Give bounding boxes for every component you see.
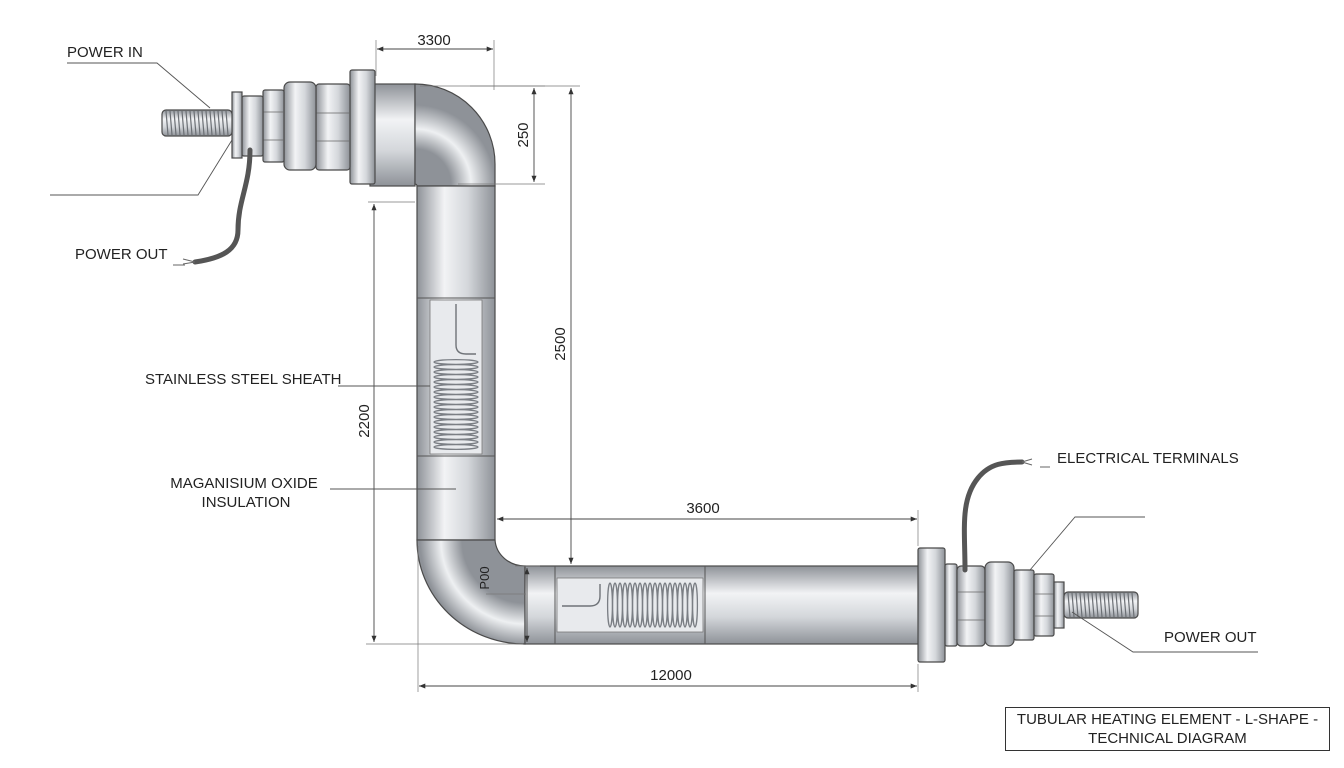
left-collar: [283, 81, 317, 171]
coil-turn: [691, 582, 699, 628]
right-collar-1: [956, 565, 986, 647]
right-hex-nut: [944, 563, 958, 647]
thread-ridge: [181, 110, 185, 136]
leader-lines: [50, 62, 1258, 653]
dim-top-bend-height: 250: [515, 122, 532, 147]
horizontal-cutaway: [554, 566, 706, 644]
label-electrical-terminals: ELECTRICAL TERMINALS: [1057, 450, 1239, 467]
thread-ridge: [165, 110, 169, 136]
thread-ridge: [193, 110, 197, 136]
left-terminal-assembly: [161, 69, 376, 265]
thread-ridge: [1087, 592, 1091, 618]
pipe-bottom-bend: [416, 539, 526, 645]
title-block: TUBULAR HEATING ELEMENT - L-SHAPE - TECH…: [1005, 707, 1330, 751]
thread-ridge: [1119, 592, 1123, 618]
left-nut-2: [262, 89, 285, 163]
label-insulation-line1: MAGANISIUM OXIDE: [170, 475, 318, 492]
thread-ridge: [185, 110, 189, 136]
left-flange: [349, 69, 376, 185]
coil-horizontal: [606, 582, 699, 628]
dim-right-vertical: 2500: [552, 327, 569, 360]
right-flange: [917, 547, 946, 663]
thread-ridge: [1123, 592, 1127, 618]
label-insulation-line2: INSULATION: [202, 494, 291, 511]
thread-ridge: [173, 110, 177, 136]
label-power-in: POWER IN: [67, 44, 143, 61]
label-stainless-sheath: STAINLESS STEEL SHEATH: [145, 371, 341, 388]
thread-ridge: [205, 110, 209, 136]
left-hex-nut: [315, 83, 351, 171]
thread-ridge: [1107, 592, 1111, 618]
thread-ridge: [1075, 592, 1079, 618]
thread-ridge: [169, 110, 173, 136]
callout-labels: POWER IN POWER OUT STAINLESS STEEL SHEAT…: [67, 44, 1257, 646]
right-nut-3: [1033, 573, 1055, 637]
thread-ridge: [197, 110, 201, 136]
thread-ridge: [221, 110, 225, 136]
thread-ridge: [1127, 592, 1131, 618]
label-power-out-left: POWER OUT: [75, 246, 168, 263]
dim-overall-length: 12000: [650, 667, 692, 684]
thread-ridge: [217, 110, 221, 136]
thread-ridge: [177, 110, 181, 136]
title-line-1: TUBULAR HEATING ELEMENT - L-SHAPE -: [1016, 711, 1319, 728]
thread-ridge: [1095, 592, 1099, 618]
label-power-out-right: POWER OUT: [1164, 629, 1257, 646]
dim-horizontal-leg: 3600: [686, 500, 719, 517]
left-plate: [231, 91, 243, 159]
coil-vertical: [433, 358, 479, 451]
thread-ridge: [1111, 592, 1115, 618]
thread-ridge: [225, 110, 229, 136]
thread-ridge: [1067, 592, 1071, 618]
dim-bottom-bend: P00: [477, 566, 492, 589]
left-wire: [192, 147, 253, 265]
right-stud-threads: [1067, 592, 1135, 618]
thread-ridge: [1083, 592, 1087, 618]
thread-ridge: [1099, 592, 1103, 618]
thread-ridge: [1091, 592, 1095, 618]
thread-ridge: [1079, 592, 1083, 618]
right-wire: [961, 459, 1025, 573]
coil-turn: [433, 443, 479, 451]
right-plate: [1053, 581, 1065, 629]
dim-left-vertical: 2200: [356, 404, 373, 437]
thread-ridge: [1103, 592, 1107, 618]
thread-ridge: [213, 110, 217, 136]
vertical-cutaway: [417, 297, 495, 457]
thread-ridge: [1115, 592, 1119, 618]
thread-ridge: [209, 110, 213, 136]
right-terminal-assembly: [917, 458, 1139, 663]
thread-ridge: [189, 110, 193, 136]
dimension-lines: [366, 40, 919, 692]
pipe-top-bend: [414, 83, 496, 187]
left-washer: [241, 95, 264, 157]
thread-ridge: [201, 110, 205, 136]
right-nut-2: [1013, 569, 1035, 641]
dim-top-width: 3300: [417, 32, 450, 49]
left-stud-threads: [165, 110, 229, 136]
dimension-labels: 3300 250 2500 2200 3600 P00 12000: [356, 32, 720, 684]
pipe-top-stub: [369, 83, 416, 187]
right-collar-2: [984, 561, 1015, 647]
thread-ridge: [1131, 592, 1135, 618]
left-stud: [161, 109, 233, 137]
title-line-2: TECHNICAL DIAGRAM: [1088, 730, 1247, 747]
